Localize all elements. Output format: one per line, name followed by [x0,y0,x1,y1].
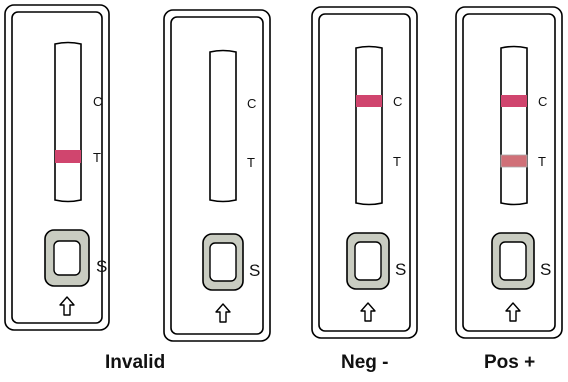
up-arrow-icon [505,302,521,322]
cassette-inner-frame [170,16,264,335]
s-label: S [395,260,406,279]
cassette-4: C T S [455,6,563,339]
up-arrow-icon [360,302,376,322]
t-label: T [93,150,101,165]
t-label: T [247,155,255,170]
c-label: C [393,94,402,109]
c-line-band [501,95,527,107]
cassette-inner-frame [11,11,103,324]
up-arrow-icon [59,296,75,316]
caption-positive: Pos + [484,352,536,373]
t-label: T [393,154,401,169]
result-window [54,41,82,203]
caption-invalid: Invalid [105,352,166,373]
t-line-band [55,150,81,163]
cassette-2: C T S [163,9,271,342]
sample-well-inner [354,241,382,281]
up-arrow-icon [215,303,231,323]
s-label: S [249,261,260,280]
sample-well-inner [53,240,81,276]
result-window [209,49,237,203]
result-window [355,45,383,206]
t-label: T [538,154,546,169]
c-label: C [93,94,102,109]
s-label: S [96,257,107,276]
c-label: C [247,96,256,111]
c-line-band [356,95,382,107]
caption-negative: Neg - [341,352,389,373]
cassette-1: C T S [4,4,110,331]
s-label: S [540,260,551,279]
cassette-3: C T S [311,6,418,339]
cassette-inner-frame [462,13,556,332]
t-line-band [500,154,528,168]
sample-well-inner [209,242,237,282]
sample-well-inner [499,241,527,281]
cassette-inner-frame [318,13,411,332]
result-window [500,45,528,206]
c-label: C [538,94,547,109]
